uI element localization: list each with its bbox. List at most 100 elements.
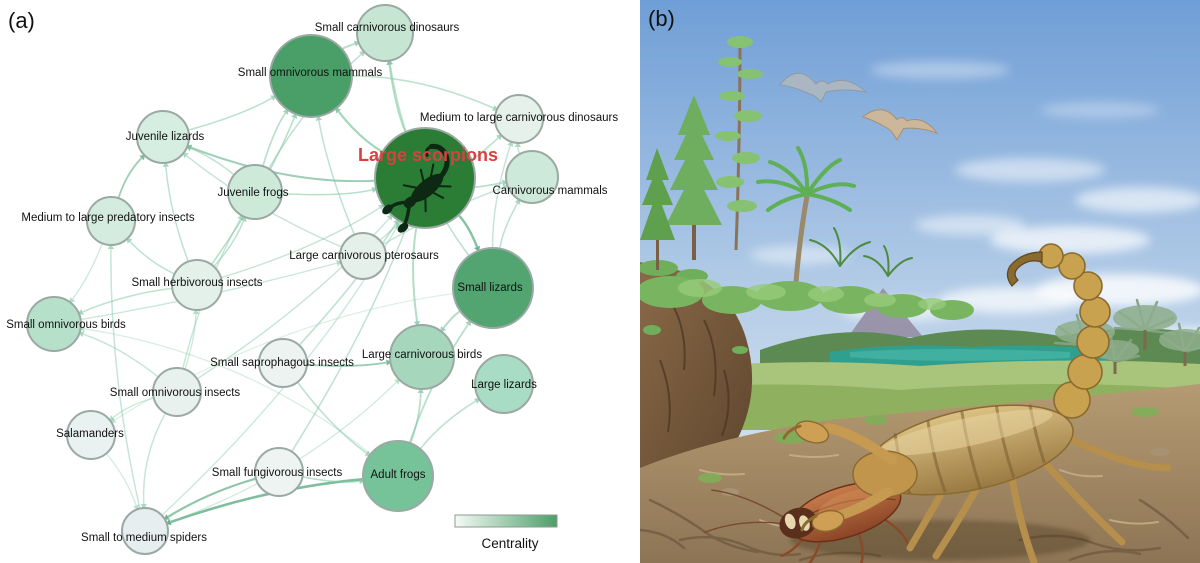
panel-a-label: (a) [8, 8, 35, 33]
network-edge [442, 310, 460, 329]
network-node-label: Small omnivorous mammals [238, 67, 383, 79]
network-node-jl [136, 110, 190, 164]
edge-arrowhead-icon [335, 107, 342, 114]
network-node-mlpi [86, 196, 136, 246]
network-node-mlcd [494, 94, 544, 144]
network-edge [188, 97, 273, 131]
network-edge [409, 392, 422, 443]
network-edge [110, 248, 141, 508]
edge-arrowhead-icon [162, 161, 170, 168]
network-edge [475, 181, 503, 188]
rock-crevices [659, 299, 730, 437]
fern-bushes [640, 227, 974, 320]
rocky-outcrop [640, 262, 753, 472]
network-edge [129, 241, 174, 275]
network-edge [297, 382, 367, 454]
network-edge [190, 147, 234, 175]
scorpion-silhouette-icon [382, 143, 452, 233]
network-node-label: Small omnivorous birds [6, 319, 126, 331]
network-node-ssi [258, 338, 308, 388]
network-node-label: Large carnivorous birds [362, 349, 482, 361]
network-node-label: Large carnivorous pterosaurs [289, 250, 439, 262]
edge-arrowhead-icon [386, 214, 393, 221]
network-edge [352, 75, 494, 109]
edge-arrowhead-icon [315, 115, 322, 121]
network-node-sob [26, 296, 82, 352]
network-edge [221, 207, 381, 279]
network-node-soi [152, 367, 202, 417]
pterosaur-icon [779, 72, 868, 103]
network-edge [106, 453, 137, 506]
network-node-label: Juvenile frogs [218, 187, 289, 199]
network-node-label: Adult frogs [371, 469, 426, 481]
edge-arrowhead-icon [126, 237, 133, 244]
network-node-label: Small fungivorous insects [212, 467, 343, 479]
network-node-sfi [254, 447, 304, 497]
network-edge [307, 361, 387, 367]
network-edge [491, 145, 512, 248]
network-edge [517, 146, 521, 154]
scorpion-legs [906, 436, 1172, 563]
edge-arrowhead-icon [394, 378, 400, 385]
network-node-label: Small herbivorous insects [131, 277, 262, 289]
scorpion-tail [1006, 243, 1111, 419]
network-node-label: Large lizards [471, 379, 537, 391]
network-edge [337, 110, 383, 153]
network-edge [282, 189, 373, 196]
network-node-lcb [389, 324, 455, 390]
network-node-label: Small saprophagous insects [210, 357, 354, 369]
edge-arrowhead-icon [109, 415, 115, 421]
pterosaur-icon-2 [861, 109, 939, 141]
edge-arrowhead-icon [440, 326, 447, 333]
network-edge [142, 413, 166, 505]
network-nodes [26, 4, 559, 555]
edge-arrowhead-icon [140, 503, 147, 510]
network-node-sal [66, 410, 116, 460]
edge-arrowhead-icon [501, 179, 508, 186]
centrality-legend-label: Centrality [481, 536, 538, 551]
network-node-ll [474, 354, 534, 414]
network-node-af [362, 440, 434, 512]
network-edge [412, 228, 419, 322]
conifer-trees [640, 36, 763, 270]
edge-arrowhead-icon [358, 477, 365, 485]
network-node-jf [227, 164, 283, 220]
network-edge [190, 146, 375, 183]
network-edge [213, 220, 245, 267]
edge-arrowhead-icon [413, 320, 421, 327]
edge-arrowhead-icon [514, 141, 522, 148]
network-edge [82, 287, 172, 313]
edge-arrowhead-icon [417, 387, 424, 394]
edge-arrowhead-icon [496, 134, 502, 141]
network-edge [420, 400, 477, 449]
network-edge [262, 112, 287, 166]
edge-arrowhead-icon [182, 152, 189, 159]
network-edge [291, 228, 407, 452]
centrality-gradient-bar [454, 514, 558, 528]
network-node-cm [505, 150, 559, 204]
network-edge [165, 166, 189, 261]
edge-arrowhead-icon [139, 154, 146, 161]
edge-arrowhead-icon [192, 308, 200, 315]
network-node-sl [452, 247, 534, 329]
network-edge [84, 328, 371, 454]
edge-arrowhead-icon [386, 59, 394, 66]
network-edge [83, 333, 158, 377]
network-edge [388, 64, 406, 132]
network-node-shi [171, 259, 223, 311]
network-edge [117, 157, 143, 198]
scorpion-pincers [782, 420, 897, 533]
network-edge [72, 244, 103, 300]
network-edge [318, 120, 355, 235]
network-node-label: Small to medium spiders [81, 532, 207, 544]
edge-arrowhead-icon [359, 51, 365, 57]
edge-arrowhead-icon [107, 243, 115, 250]
panel-b-label: (b) [648, 6, 675, 31]
edge-arrowhead-icon [385, 359, 392, 366]
network-node-label: Salamanders [56, 428, 124, 440]
network-edge [380, 223, 400, 241]
edge-arrowhead-icon [79, 325, 86, 332]
